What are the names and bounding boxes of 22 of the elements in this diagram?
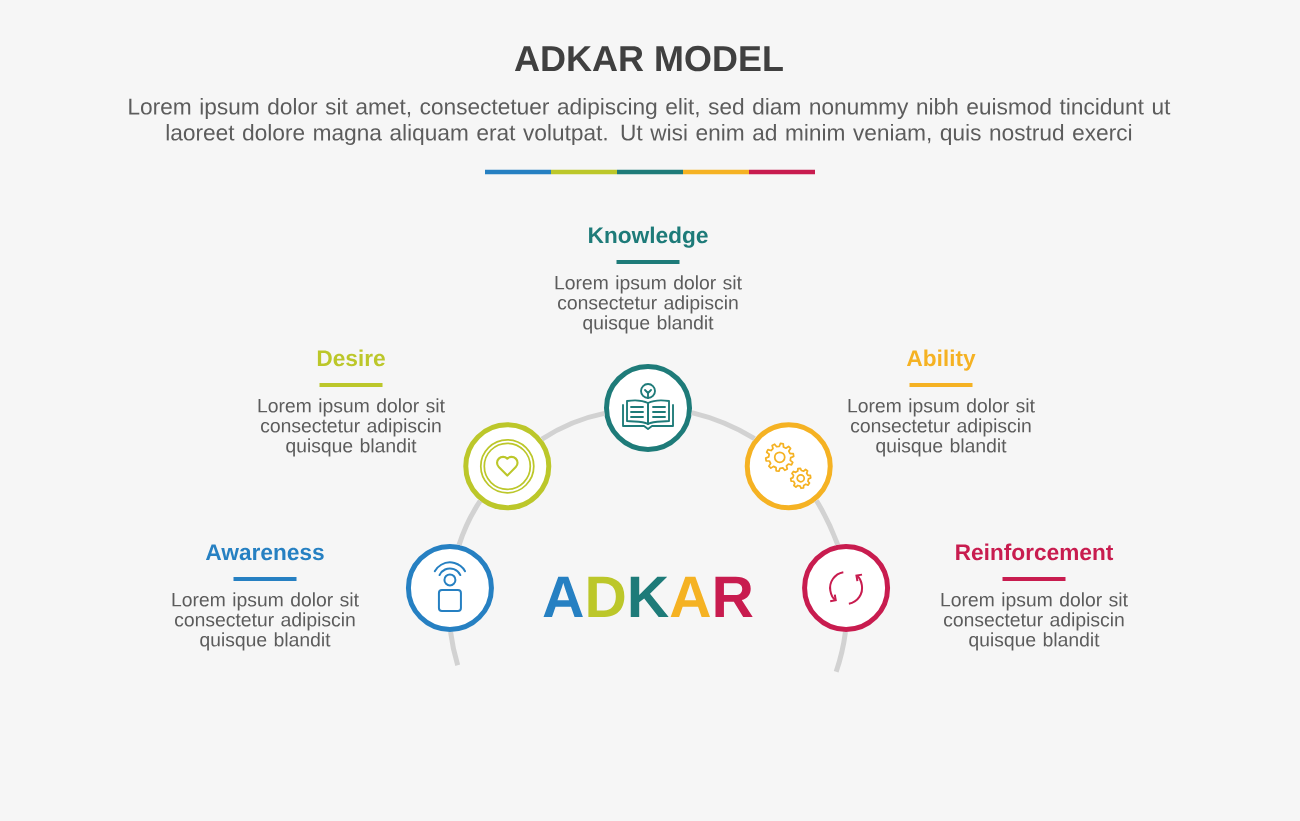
- arc-connector: [814, 499, 841, 546]
- title: ADKAR MODEL: [514, 45, 783, 72]
- step-heading: Ability: [906, 349, 976, 371]
- step-circle: [744, 422, 833, 511]
- step-circle: [463, 422, 552, 511]
- step-description: Lorem ipsum dolor sit consectetur adipiscin quisque blandit: [848, 398, 1035, 457]
- step-heading: Knowledge: [589, 226, 708, 248]
- arc-connector: [456, 499, 483, 546]
- step-heading: Reinforcement: [956, 543, 1114, 561]
- step-description: Lorem ipsum dolor sit consectetur adipiscin quisque blandit: [941, 592, 1128, 651]
- step-description: Lorem ipsum dolor sit consectetur adipiscin quisque blandit: [555, 275, 742, 334]
- step-circle: [604, 364, 692, 452]
- arc-connector: [691, 410, 756, 441]
- step-heading: Awareness: [205, 544, 324, 561]
- step-circle: [405, 543, 494, 632]
- subtitle-text: Lorem ipsum dolor sit amet, consectetuer adipiscing elit, sed diam nonummy nibh euismod tincidunt ut laoreet dolore magna aliquam erat volutpat. Ut wisi enim ad minim veniam, quis nostrud exerci: [129, 97, 1171, 146]
- step-circle: [802, 543, 891, 632]
- step-heading: Desire: [317, 349, 385, 367]
- step-description: Lorem ipsum dolor sit consectetur adipiscin quisque blandit: [172, 592, 359, 651]
- arc-connector: [540, 410, 605, 442]
- step-description: Lorem ipsum dolor sit consectetur adipiscin quisque blandit: [258, 398, 445, 457]
- acronym-text: ADKAR: [543, 576, 753, 617]
